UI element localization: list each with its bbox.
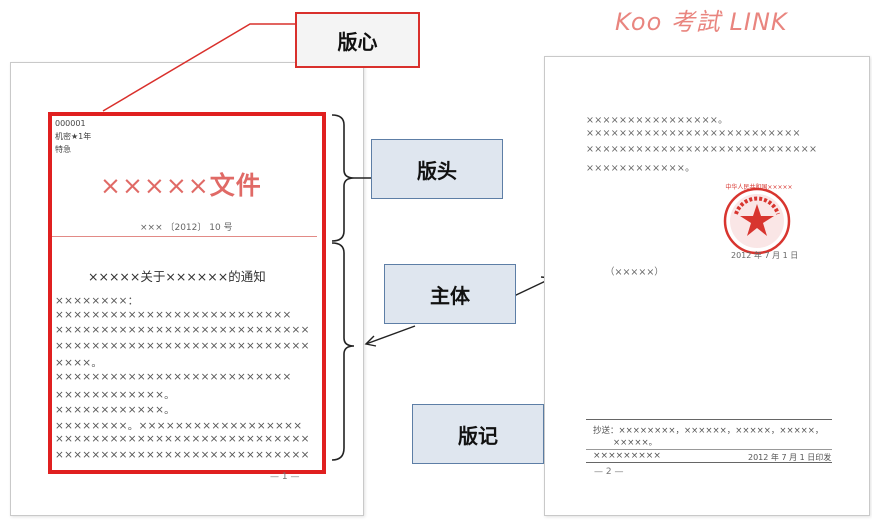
serial-number: 000001: [55, 119, 86, 128]
secret-level: 机密★1年: [55, 132, 92, 141]
left-body-line: ××××。: [55, 357, 103, 370]
brand-logo: Koo 考試 LINK: [615, 8, 788, 36]
right-document-page: [544, 56, 870, 516]
cc-line-1: 抄送：××××××××，××××××，×××××，×××××，: [593, 426, 824, 436]
red-separator-line: [52, 236, 317, 237]
left-page-number: — 1 —: [270, 472, 300, 482]
banji-mid-rule: [586, 449, 832, 450]
callout-banxin: 版心: [295, 12, 420, 68]
left-body-line: ××××××××：: [55, 295, 139, 307]
notice-title: ×××××关于××××××的通知: [88, 269, 266, 284]
left-body-line: ××××××××××××××××××××××××××: [55, 308, 292, 321]
callout-bantou: 版头: [371, 139, 503, 199]
left-document-page: [10, 62, 364, 516]
issuer-name: ×××××: [100, 171, 210, 200]
document-issuer-title: ×××××文件: [100, 166, 262, 202]
sign-date: 2012 年 7 月 1 日: [731, 251, 799, 260]
issuer-org: ×××××××××: [593, 451, 661, 461]
left-body-line: ××××××××。××××××××××××××××××: [55, 419, 303, 432]
right-page-number: — 2 —: [594, 467, 624, 477]
urgency-level: 特急: [55, 145, 71, 154]
banji-bottom-rule: [586, 462, 832, 463]
official-seal-icon: [723, 187, 791, 255]
left-body-line: ××××××××××××。: [55, 388, 175, 401]
zhuti-arrow-left: [365, 325, 416, 345]
right-body-line: ××××××××××××××××。: [586, 115, 728, 126]
callout-banji: 版记: [412, 404, 544, 464]
left-body-line: ××××××××××××××××××××××××××××: [55, 339, 310, 352]
left-body-line: ××××××××××××××××××××××××××××: [55, 324, 310, 337]
banji-top-rule: [586, 419, 832, 420]
right-body-line: ××××××××××××××××××××××××××: [586, 128, 801, 139]
left-body-line: ××××××××××××××××××××××××××××: [55, 433, 310, 446]
callout-zhuti: 主体: [384, 264, 516, 324]
left-body-line: ××××××××××××××××××××××××××××: [55, 449, 310, 461]
banxin-highlight-frame: [48, 112, 326, 474]
issuer-suffix: 文件: [209, 171, 262, 200]
left-body-line: ××××××××××××××××××××××××××: [55, 371, 292, 383]
right-body-line: ××××××××××××××××××××××××××××: [586, 144, 818, 155]
seal-text: 中华人民共和国×××××: [725, 184, 793, 191]
attachment-note: （×××××）: [605, 267, 664, 278]
print-date: 2012 年 7 月 1 日印发: [748, 453, 832, 462]
document-number: ××× 〔2012〕 10 号: [140, 223, 233, 233]
right-body-line: ××××××××××××。: [586, 163, 695, 174]
left-body-line: ××××××××××××。: [55, 404, 175, 417]
cc-line-2: ×××××。: [613, 438, 658, 448]
